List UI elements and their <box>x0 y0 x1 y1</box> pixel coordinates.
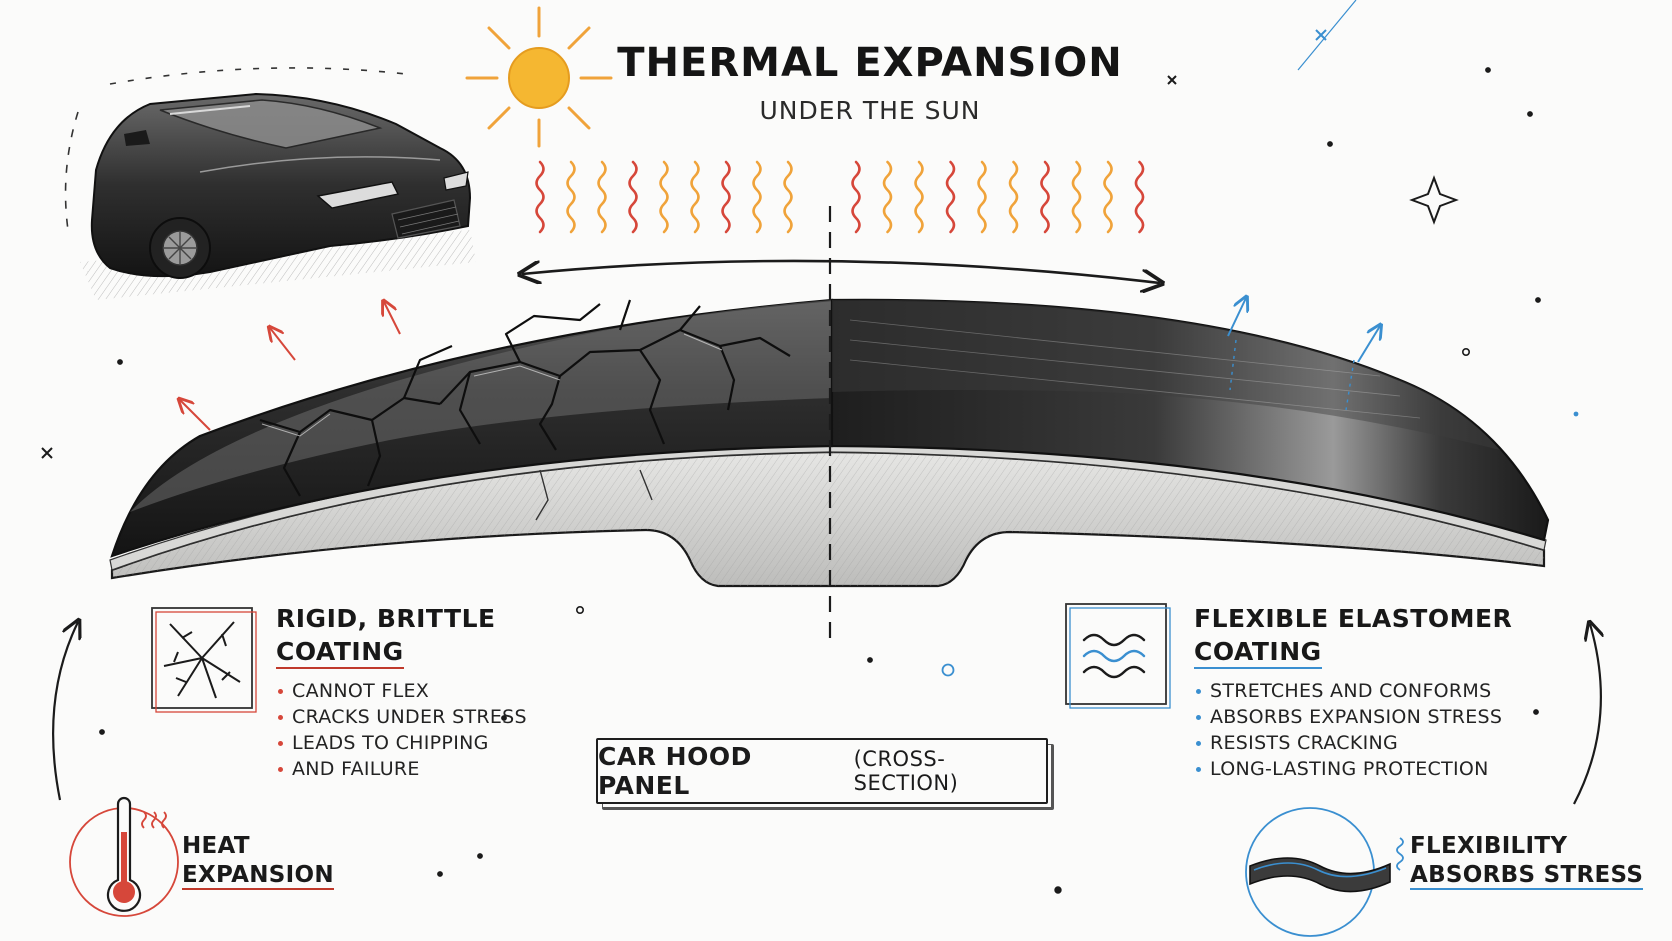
rigid-coating-heading: RIGID, BRITTLE COATING <box>276 602 576 669</box>
heat-wave-line <box>977 160 987 234</box>
flexible-sheet-icon <box>1245 807 1404 937</box>
heat-wave-line <box>721 160 731 234</box>
heat-wave-line <box>1040 160 1050 234</box>
car-illustration <box>64 67 476 300</box>
list-item: CRACKS UNDER STRESS <box>276 704 576 730</box>
thermometer-icon <box>69 796 179 917</box>
heat-wave-line <box>851 160 861 234</box>
heat-wave-line <box>882 160 893 234</box>
rigid-coating-heading-line1: RIGID, BRITTLE <box>276 604 496 633</box>
page-subtitle: UNDER THE SUN <box>759 96 981 125</box>
list-item: LEADS TO CHIPPING <box>276 730 576 756</box>
list-item: AND FAILURE <box>276 756 576 782</box>
sun-icon <box>465 6 613 148</box>
heat-wave-line <box>690 160 700 234</box>
flexibility-line2: ABSORBS STRESS <box>1410 862 1644 890</box>
flexible-coating-panel: FLEXIBLE ELASTOMER COATING STRETCHES AND… <box>1194 602 1554 782</box>
flexible-coating-heading: FLEXIBLE ELASTOMER COATING <box>1194 602 1554 669</box>
hood-panel-label-detail: (CROSS-SECTION) <box>853 747 959 795</box>
list-item: LONG-LASTING PROTECTION <box>1194 756 1554 782</box>
heat-expansion-label: HEAT EXPANSION <box>182 832 334 890</box>
heat-wave-line <box>566 160 576 234</box>
flexibility-label: FLEXIBILITY ABSORBS STRESS <box>1410 832 1644 890</box>
heat-expansion-line2: EXPANSION <box>182 862 334 890</box>
expansion-arrow <box>522 259 1160 283</box>
flexible-coating-bullets: STRETCHES AND CONFORMS ABSORBS EXPANSION… <box>1194 678 1554 782</box>
heat-wave-line <box>1071 160 1082 234</box>
sparkle-icon <box>1409 175 1459 225</box>
heat-wave-line <box>1103 160 1113 234</box>
rigid-coating-panel: RIGID, BRITTLE COATING CANNOT FLEX CRACK… <box>276 602 576 782</box>
wave-lines-icon <box>1065 603 1171 709</box>
list-item: ABSORBS EXPANSION STRESS <box>1194 704 1554 730</box>
heat-release-arrows <box>180 302 401 431</box>
heat-wave-line <box>783 160 793 234</box>
list-item: STRETCHES AND CONFORMS <box>1194 678 1554 704</box>
page-title: THERMAL EXPANSION <box>617 40 1123 86</box>
flexible-coating-heading-line1: FLEXIBLE ELASTOMER <box>1194 604 1513 633</box>
cracked-glass-icon <box>151 607 257 713</box>
heat-wave-line <box>945 160 956 234</box>
decorative-specks <box>41 0 1579 894</box>
flexible-coating-heading-line2: COATING <box>1194 637 1322 669</box>
hood-panel-label-main: CAR HOOD PANEL <box>598 742 752 800</box>
heat-wave-line <box>914 160 924 234</box>
heat-wave-line <box>1008 160 1019 234</box>
heat-wave-icon <box>535 160 1145 234</box>
heat-wave-line <box>628 160 638 234</box>
flex-arrows <box>1227 298 1380 363</box>
hood-panel-label: CAR HOOD PANEL (CROSS-SECTION) <box>596 738 1048 804</box>
heat-wave-line <box>752 160 762 234</box>
side-curve-arrows <box>52 622 1601 805</box>
rigid-coating-heading-line2: COATING <box>276 637 404 669</box>
heat-expansion-line1: HEAT <box>182 833 250 859</box>
list-item: RESISTS CRACKING <box>1194 730 1554 756</box>
list-item: CANNOT FLEX <box>276 678 576 704</box>
rigid-coating-bullets: CANNOT FLEX CRACKS UNDER STRESS LEADS TO… <box>276 678 576 782</box>
coating-cracks <box>259 299 791 497</box>
hood-cross-section <box>109 206 1550 646</box>
flexibility-line1: FLEXIBILITY <box>1410 833 1568 859</box>
heat-wave-line <box>659 160 669 234</box>
heat-wave-line <box>597 160 607 234</box>
heat-wave-line <box>1134 160 1145 234</box>
heat-wave-line <box>535 160 545 234</box>
